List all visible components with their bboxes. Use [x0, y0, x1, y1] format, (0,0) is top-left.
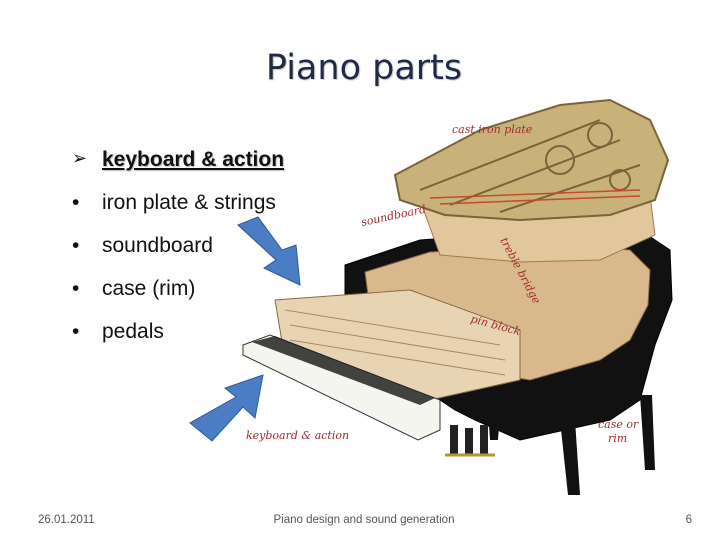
arrow-lower	[189, 374, 264, 442]
iron-plate-shape	[393, 98, 670, 222]
arrow-bullet-icon: ➢	[72, 148, 88, 168]
pedals-shape	[445, 425, 495, 457]
bullet-label: case (rim)	[102, 277, 196, 300]
piano-leg	[560, 420, 580, 495]
piano-illustration: cast iron plate soundboard treble bridge…	[189, 98, 673, 495]
dot-bullet-icon: •	[72, 234, 80, 257]
bullet-label: soundboard	[102, 234, 213, 257]
bullet-item-case: • case (rim)	[72, 277, 284, 320]
action-hammers	[284, 309, 506, 376]
label-case-or: case or	[598, 418, 639, 431]
label-cast-iron-plate: cast iron plate	[452, 123, 533, 136]
piano-leg	[640, 395, 655, 470]
keyboard-black-keys	[252, 336, 435, 405]
footer-page-number: 6	[685, 514, 692, 526]
footer-presentation-title: Piano design and sound generation	[273, 514, 455, 526]
slide-title: Piano parts	[265, 48, 463, 88]
strings	[429, 189, 641, 205]
arrow-upper	[237, 216, 301, 286]
bullet-item-iron-plate: • iron plate & strings	[72, 191, 284, 234]
dot-bullet-icon: •	[72, 320, 80, 343]
dot-bullet-icon: •	[72, 277, 80, 300]
footer-date: 26.01.2011	[38, 514, 95, 526]
label-keyboard-action: keyboard & action	[246, 429, 349, 442]
label-rim: rim	[608, 432, 627, 445]
bullet-list: ➢ keyboard & action • iron plate & strin…	[72, 148, 284, 363]
iron-plate-struts	[419, 119, 641, 213]
keyboard-keys	[242, 334, 441, 441]
piano-leg	[488, 410, 500, 440]
bullet-item-keyboard-action: ➢ keyboard & action	[72, 148, 284, 191]
bullet-label: pedals	[102, 320, 164, 343]
bullet-item-soundboard: • soundboard	[72, 234, 284, 277]
label-soundboard: soundboard	[360, 202, 427, 228]
bullet-label: iron plate & strings	[102, 191, 276, 214]
bullet-label: keyboard & action	[102, 148, 285, 171]
bullet-item-pedals: • pedals	[72, 320, 284, 363]
dot-bullet-icon: •	[72, 191, 80, 214]
